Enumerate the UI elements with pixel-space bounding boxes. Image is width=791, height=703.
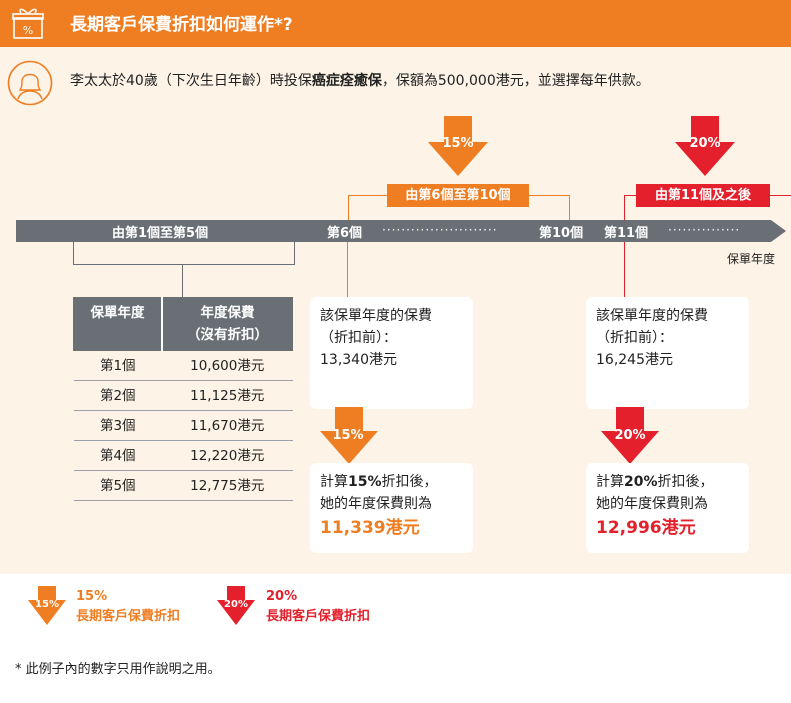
card-mid-before-value: 13,340港元	[320, 352, 397, 368]
timeline-year11: 第11個	[604, 226, 649, 241]
footnote: * 此例子內的數字只用作說明之用。	[15, 662, 221, 677]
timeline-bar	[16, 220, 786, 242]
row-premium: 12,775港元	[162, 470, 293, 501]
card-mid-after-line1: 計算15%折扣後，	[320, 471, 463, 493]
row-premium: 12,220港元	[162, 440, 293, 471]
legend-20-arrow-label: 20%	[224, 599, 248, 610]
table-header-premium: 年度保費 （沒有折扣）	[161, 297, 293, 351]
discount-20-small-arrow-icon	[601, 407, 659, 464]
card-right-before-line1: 該保單年度的保費	[596, 308, 708, 324]
axis-label: 保單年度	[727, 252, 776, 266]
small-arrow-right-label: 20%	[614, 428, 646, 443]
card-right-before-value: 16,245港元	[596, 352, 673, 368]
card-right-after-line2: 她的年度保費則為	[596, 496, 708, 512]
discount-15-small-arrow-icon	[320, 407, 378, 464]
legend-20-pct: 20%	[266, 589, 298, 604]
gift-percent-icon: %	[12, 8, 44, 39]
table-header-row: 保單年度 年度保費 （沒有折扣）	[73, 297, 293, 351]
row-year: 第2個	[73, 380, 162, 411]
timeline-dots-1: ························	[382, 223, 498, 237]
phase-mid-label: 由第6個至第10個	[387, 184, 529, 207]
card-right-after-pct: 20%	[624, 474, 658, 490]
row-premium: 10,600港元	[162, 350, 293, 381]
card-mid-after-line2: 她的年度保費則為	[320, 496, 432, 512]
card-mid-before-line1: 該保單年度的保費	[320, 308, 432, 324]
card-mid-before-line2: （折扣前）：	[320, 330, 397, 346]
legend-15-arrow-icon	[28, 586, 66, 625]
card-mid-after-value: 11,339港元	[320, 518, 420, 538]
card-right-before-line2: （折扣前）：	[596, 330, 673, 346]
row-year: 第1個	[73, 350, 162, 381]
card-right-after-post: 折扣後，	[657, 474, 714, 490]
header-bar	[0, 0, 791, 47]
timeline-dots-2: ···············	[668, 223, 741, 237]
legend-15-text: 15% 長期客戶保費折扣	[76, 587, 180, 627]
row-year: 第5個	[73, 470, 162, 501]
legend-20-desc: 長期客戶保費折扣	[266, 609, 371, 624]
row-year: 第3個	[73, 410, 162, 441]
arrow-mid-label: 15%	[442, 136, 474, 151]
card-right-after-pre: 計算	[596, 474, 624, 490]
page-title: 長期客戶保費折扣如何運作*?	[70, 15, 293, 35]
card-mid-before: 該保單年度的保費 （折扣前）： 13,340港元	[310, 297, 473, 409]
legend-15-desc: 長期客戶保費折扣	[76, 609, 181, 624]
card-right-after-line1: 計算20%折扣後，	[596, 471, 739, 493]
card-right-after: 計算20%折扣後， 她的年度保費則為 12,996港元	[586, 463, 749, 553]
intro-before: 李太太於40歲（下次生日年齡）時投保	[70, 73, 312, 89]
left-connector	[182, 264, 183, 297]
row-premium: 11,670港元	[162, 410, 293, 441]
card-right-after-value: 12,996港元	[596, 518, 696, 538]
table-header-premium-line2: （沒有折扣）	[187, 327, 268, 343]
card-mid-after-post: 折扣後，	[381, 474, 438, 490]
legend-15-arrow-label: 15%	[35, 599, 59, 610]
discount-15-arrow-icon	[428, 116, 488, 176]
left-bracket	[73, 242, 295, 265]
card-mid-after: 計算15%折扣後， 她的年度保費則為 11,339港元	[310, 463, 473, 553]
discount-20-arrow-icon	[675, 116, 735, 176]
card-right-before: 該保單年度的保費 （折扣前）： 16,245港元	[586, 297, 749, 409]
legend-20-text: 20% 長期客戶保費折扣	[266, 587, 370, 627]
woman-avatar-icon	[7, 60, 53, 106]
legend-20-arrow-icon	[217, 586, 255, 625]
table-header-year: 保單年度	[73, 297, 163, 351]
mid-connector	[347, 242, 348, 297]
intro-product: 癌症痊癒保	[311, 73, 382, 89]
small-arrow-mid-label: 15%	[332, 428, 364, 443]
intro-text: 李太太於40歲（下次生日年齡）時投保癌症痊癒保，保額為500,000港元，並選擇…	[70, 70, 650, 90]
timeline-year10: 第10個	[539, 226, 584, 241]
timeline-seg1: 由第1個至第5個	[112, 226, 209, 241]
row-year: 第4個	[73, 440, 162, 471]
arrow-right-label: 20%	[689, 136, 721, 151]
card-mid-after-pct: 15%	[348, 474, 382, 490]
timeline-year6: 第6個	[327, 226, 363, 241]
legend-15-pct: 15%	[76, 589, 108, 604]
row-premium: 11,125港元	[162, 380, 293, 411]
card-mid-after-pre: 計算	[320, 474, 348, 490]
right-connector	[624, 242, 625, 297]
svg-text:%: %	[23, 24, 33, 37]
phase-right-label: 由第11個及之後	[636, 184, 770, 207]
table-header-premium-line1: 年度保費	[200, 305, 255, 321]
intro-after: ，保額為500,000港元，並選擇每年供款。	[381, 73, 650, 89]
